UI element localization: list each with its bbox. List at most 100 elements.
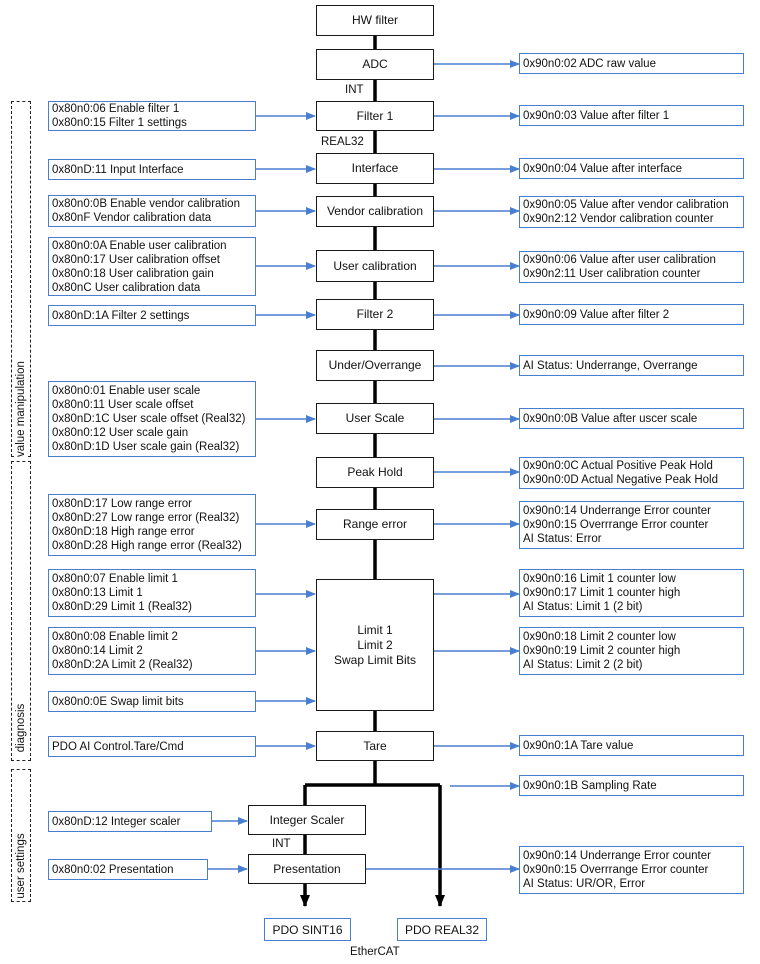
vendor-calibration-label: Vendor calibration: [326, 204, 424, 218]
param-line: 0x80nD:18 High range error: [52, 526, 195, 538]
filter1-label: Filter 1: [356, 108, 394, 123]
param-line: 0x80nD:12 Integer scaler: [52, 815, 181, 828]
limit2-params: 0x80n0:08 Enable limit 2 0x80n0:14 Limit…: [48, 627, 256, 675]
param-line: 0x80n0:02 Presentation: [52, 863, 174, 876]
user-calibration-block: User calibration: [316, 250, 434, 282]
output-line: 0x90n0:06 Value after user calibration: [523, 254, 716, 266]
pdo-real32: PDO REAL32: [397, 918, 487, 941]
presentation-block: Presentation: [248, 854, 366, 884]
user-calibration-label: User calibration: [333, 258, 417, 273]
under-overrange-block: Under/Overrange: [316, 350, 434, 381]
user-calibration-params: 0x80n0:0A Enable user calibration 0x80n0…: [48, 237, 256, 296]
int-label-adc: INT: [345, 84, 364, 96]
filter2-block: Filter 2: [316, 299, 434, 330]
real32-label: REAL32: [321, 136, 364, 148]
filter1-outputs: 0x90n0:03 Value after filter 1: [519, 105, 744, 126]
tare-label: Tare: [363, 738, 387, 753]
group-value-manipulation-label: value manipulation: [15, 359, 27, 459]
sampling-rate-output: 0x90n0:1B Sampling Rate: [519, 775, 744, 796]
param-line: 0x80n0:18 User calibration gain: [52, 267, 214, 280]
output-line: 0x90n0:17 Limit 1 counter high: [523, 587, 681, 599]
param-line: 0x80n0:17 User calibration offset: [52, 253, 220, 266]
group-user-settings: [11, 769, 31, 902]
output-line: AI Status: Underrange, Overrange: [523, 359, 698, 372]
tare-block: Tare: [316, 731, 434, 761]
output-line: 0x90n0:05 Value after vendor calibration: [523, 199, 729, 211]
param-line: 0x80nD:11 Input Interface: [52, 163, 184, 176]
param-line: 0x80nD:2A Limit 2 (Real32): [52, 659, 193, 671]
output-line: AI Status: Error: [523, 533, 602, 545]
param-line: 0x80nD:27 Low range error (Real32): [52, 512, 240, 524]
pdo-sint16-label: PDO SINT16: [272, 922, 343, 937]
swap-limit-params: 0x80n0:0E Swap limit bits: [48, 691, 256, 712]
param-line: 0x80n0:13 Limit 1: [52, 587, 143, 599]
param-line: 0x80n0:0B Enable vendor calibration: [52, 198, 240, 210]
output-line: 0x90n0:09 Value after filter 2: [523, 308, 670, 321]
output-line: 0x90n0:0C Actual Positive Peak Hold: [523, 460, 713, 472]
param-line: 0x80n0:14 Limit 2: [52, 645, 143, 657]
range-error-block: Range error: [316, 509, 434, 540]
integer-scaler-label: Integer Scaler: [269, 812, 345, 827]
presentation-label: Presentation: [273, 861, 341, 876]
limit2-label: Limit 2: [357, 637, 393, 652]
param-line: 0x80n0:07 Enable limit 1: [52, 573, 178, 585]
param-line: 0x80n0:11 User scale offset: [52, 399, 194, 411]
param-line: 0x80nD:28 High range error (Real32): [52, 540, 242, 552]
output-line: 0x90n0:18 Limit 2 counter low: [523, 631, 676, 643]
filter2-params: 0x80nD:1A Filter 2 settings: [48, 305, 256, 326]
tare-outputs: 0x90n0:1A Tare value: [519, 735, 744, 756]
presentation-outputs: 0x90n0:14 Underrange Error counter 0x90n…: [519, 846, 744, 894]
output-line: AI Status: UR/OR, Error: [523, 878, 646, 890]
output-line: 0x90n0:15 Overrrange Error counter: [523, 864, 709, 876]
interface-params: 0x80nD:11 Input Interface: [48, 159, 256, 180]
output-line: 0x90n0:15 Overrrange Error counter: [523, 519, 709, 531]
user-calibration-outputs: 0x90n0:06 Value after user calibration 0…: [519, 251, 744, 283]
tare-params: PDO AI Control.Tare/Cmd: [48, 736, 256, 757]
output-line: 0x90n0:14 Underrange Error counter: [523, 850, 711, 862]
peak-hold-outputs: 0x90n0:0C Actual Positive Peak Hold 0x90…: [519, 457, 744, 489]
output-line: 0x90n0:04 Value after interface: [523, 162, 682, 175]
output-line: 0x90n0:0D Actual Negative Peak Hold: [523, 474, 718, 486]
limit1-label: Limit 1: [357, 622, 393, 637]
output-line: 0x90n2:12 Vendor calibration counter: [523, 213, 714, 225]
swap-limit-bits-label: Swap Limit Bits: [333, 652, 417, 667]
output-line: 0x90n0:03 Value after filter 1: [523, 109, 670, 122]
param-line: 0x80nD:29 Limit 1 (Real32): [52, 601, 192, 613]
range-error-params: 0x80nD:17 Low range error 0x80nD:27 Low …: [48, 494, 256, 556]
output-line: 0x90n0:02 ADC raw value: [523, 57, 656, 70]
adc-block: ADC: [316, 49, 434, 80]
output-line: AI Status: Limit 2 (2 bit): [523, 659, 643, 671]
limit1-outputs: 0x90n0:16 Limit 1 counter low 0x90n0:17 …: [519, 569, 744, 617]
limit2-outputs: 0x90n0:18 Limit 2 counter low 0x90n0:19 …: [519, 627, 744, 675]
hw-filter-label: HW filter: [352, 13, 398, 27]
output-line: 0x90n0:1A Tare value: [523, 739, 634, 752]
integer-scaler-params: 0x80nD:12 Integer scaler: [48, 811, 212, 832]
param-line: 0x80n0:12 User scale gain: [52, 427, 189, 439]
param-line: 0x80nD:1D User scale gain (Real32): [52, 441, 240, 453]
under-overrange-outputs: AI Status: Underrange, Overrange: [519, 355, 744, 376]
pdo-real32-label: PDO REAL32: [404, 922, 480, 937]
param-line: 0x80n0:15 Filter 1 settings: [52, 117, 187, 129]
peak-hold-label: Peak Hold: [347, 465, 403, 479]
param-line: 0x80nD:1C User scale offset (Real32): [52, 413, 246, 425]
range-error-outputs: 0x90n0:14 Underrange Error counter 0x90n…: [519, 501, 744, 549]
adc-outputs: 0x90n0:02 ADC raw value: [519, 53, 744, 74]
param-line: 0x80n0:01 Enable user scale: [52, 385, 201, 397]
vendor-calibration-params: 0x80n0:0B Enable vendor calibration 0x80…: [48, 195, 256, 227]
interface-outputs: 0x90n0:04 Value after interface: [519, 158, 744, 179]
output-line: 0x90n0:14 Underrange Error counter: [523, 505, 711, 517]
group-user-settings-label: user settings: [15, 831, 27, 901]
integer-scaler-block: Integer Scaler: [248, 805, 366, 835]
output-line: 0x90n0:1B Sampling Rate: [523, 779, 657, 792]
pdo-sint16: PDO SINT16: [264, 918, 351, 941]
param-line: 0x80nC User calibration data: [52, 281, 201, 294]
filter1-block: Filter 1: [316, 101, 434, 131]
int-label-scaler: INT: [272, 838, 291, 850]
user-scale-outputs: 0x90n0:0B Value after uscer scale: [519, 408, 744, 429]
user-scale-params: 0x80n0:01 Enable user scale 0x80n0:11 Us…: [48, 381, 256, 457]
peak-hold-block: Peak Hold: [316, 457, 434, 488]
output-line: 0x90n0:19 Limit 2 counter high: [523, 645, 681, 657]
user-scale-block: User Scale: [316, 403, 434, 434]
interface-label: Interface: [351, 161, 399, 175]
